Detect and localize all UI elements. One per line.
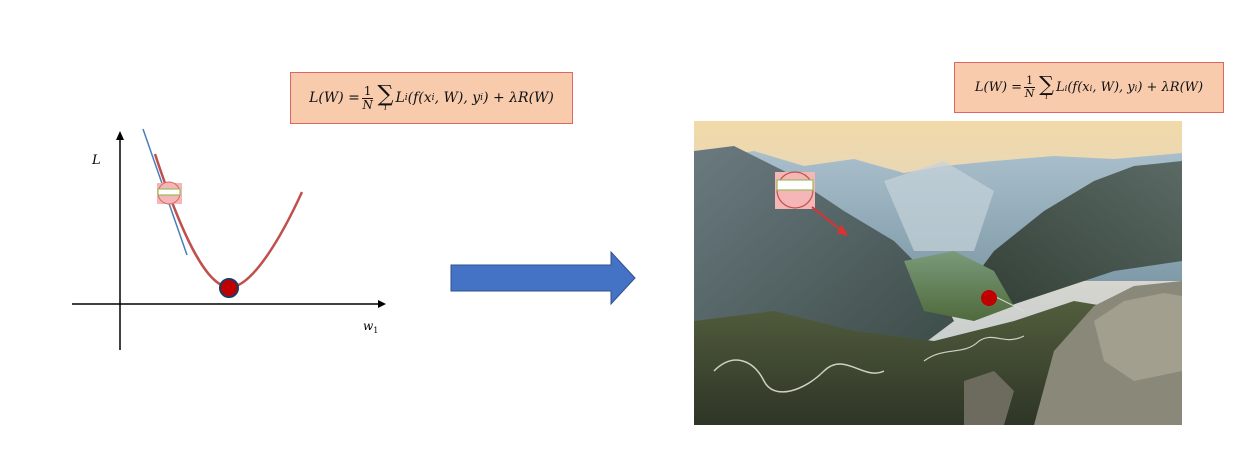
formula-sum: ∑ i [1039, 71, 1054, 102]
minimum-point-icon [981, 290, 997, 306]
y-axis-arrowhead [116, 131, 124, 140]
loss-curve [153, 153, 304, 289]
ball-icon [157, 181, 182, 205]
minimum-point-icon [219, 278, 239, 298]
right-arrow-icon [450, 250, 636, 306]
formula-sum: ∑ i [377, 81, 394, 113]
mountain-valley-image [694, 121, 1182, 425]
direction-arrow-icon [811, 206, 848, 236]
loss-curve-plot: L w1 [72, 128, 386, 350]
formula-fraction: 1 N [1024, 74, 1036, 100]
formula-lhs: L(W) = [309, 90, 360, 106]
y-axis-label: L [91, 153, 101, 168]
ball-icon [775, 171, 815, 209]
x-axis-label: w1 [363, 319, 378, 335]
formula-lhs: L(W) = [974, 80, 1023, 95]
x-axis-arrowhead [378, 300, 386, 308]
formula-fraction: 1 N [361, 84, 374, 112]
